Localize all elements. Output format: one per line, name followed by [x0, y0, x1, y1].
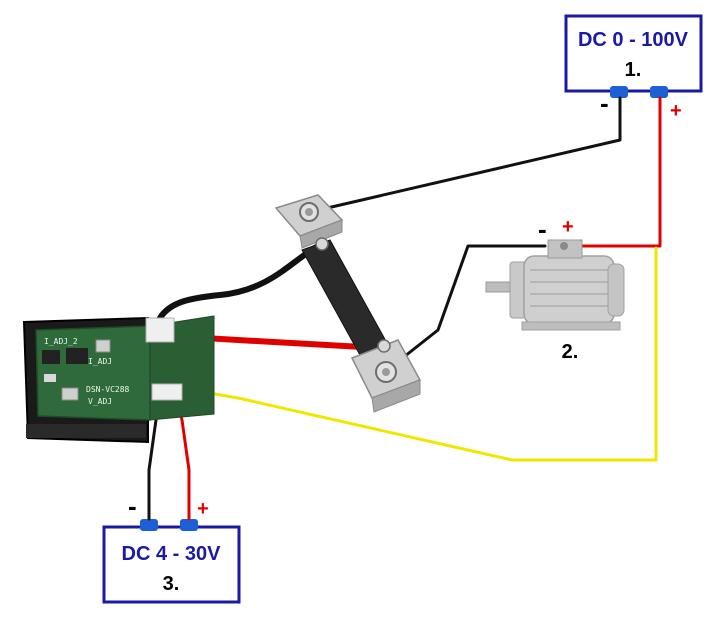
- source-high-negative-terminal: [610, 86, 628, 98]
- shunt-top-screw: [315, 237, 329, 251]
- meter-current-connector: [145, 317, 175, 343]
- motor-body: [523, 255, 615, 325]
- motor-shaft: [485, 281, 513, 293]
- source-low-number: 3.: [163, 573, 180, 595]
- wire-source-high-positive: [566, 96, 662, 248]
- shunt-bottom-screw: [377, 339, 391, 353]
- shunt-resistor: [274, 194, 422, 413]
- wire-motor-negative: [398, 244, 547, 362]
- pcb-model: DSN-VC288: [86, 385, 130, 394]
- meter-voltage-connector: [151, 383, 183, 401]
- motor-minus-sign: -: [538, 214, 547, 244]
- motor: 2. - +: [485, 214, 625, 363]
- source-low-negative-terminal: [140, 519, 158, 531]
- source-high-plus-sign: +: [670, 100, 682, 122]
- motor-plus-sign: +: [562, 216, 574, 238]
- pcb-label-voltage-adjust: V_ADJ: [88, 397, 112, 406]
- source-high-box: [564, 14, 703, 93]
- power-source-low-voltage: DC 4 - 30V 3. - +: [102, 491, 241, 604]
- wire-meter-current-negative: [157, 243, 321, 321]
- source-high-number: 1.: [625, 59, 642, 81]
- source-low-title: DC 4 - 30V: [122, 543, 222, 565]
- wire-source-high-negative: [308, 96, 622, 214]
- source-high-minus-sign: -: [600, 88, 609, 118]
- motor-number: 2.: [562, 341, 579, 363]
- wire-voltage-sense: [178, 246, 658, 462]
- voltmeter-ammeter-module: I_ADJ_2 I_ADJ DSN-VC288 V_ADJ: [22, 315, 215, 444]
- source-high-title: DC 0 - 100V: [578, 29, 689, 51]
- meter-trimmer-voltage[interactable]: [61, 387, 79, 401]
- pcb-label-current-adjust: I_ADJ: [88, 357, 112, 366]
- source-low-positive-terminal: [180, 519, 198, 531]
- source-low-plus-sign: +: [197, 498, 209, 520]
- pcb-label-top: I_ADJ_2: [44, 337, 78, 346]
- source-low-box: [102, 525, 241, 604]
- power-source-high-voltage: DC 0 - 100V 1. - +: [564, 14, 703, 122]
- meter-trimmer-current[interactable]: [95, 339, 111, 353]
- motor-base: [521, 321, 621, 331]
- source-low-minus-sign: -: [128, 491, 137, 521]
- source-high-positive-terminal: [650, 86, 668, 98]
